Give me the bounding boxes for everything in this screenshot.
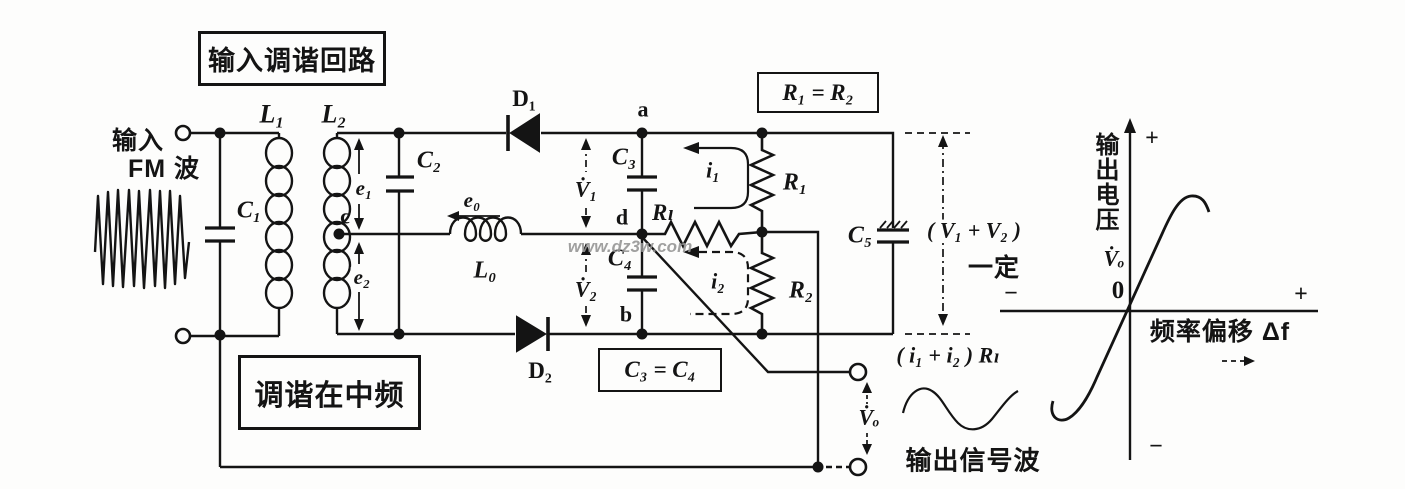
- label-c1: C₁: [236, 197, 262, 224]
- caption-c3-eq-c4: C₃ = C₄: [624, 357, 696, 382]
- resistor-rl: [647, 219, 763, 249]
- annotation-output-wave: 输出信号波: [905, 445, 1041, 476]
- i2-current-loop: [683, 246, 750, 316]
- label-node-c: c: [340, 203, 350, 229]
- graph-x-minus-sign: −: [1004, 280, 1018, 307]
- label-r2: R₂: [788, 277, 814, 304]
- label-rl: Rₗ: [651, 200, 675, 226]
- label-c5: C₅: [847, 222, 873, 249]
- label-c2: C₂: [416, 147, 442, 174]
- graph-y-axis-symbol: V̇ₒ: [1103, 245, 1125, 271]
- capacitor-c5-hatch: [879, 220, 908, 229]
- caption-box-tuned-at-if: 调谐在中频: [238, 355, 421, 430]
- caption-r1-eq-r2: R₁ = R₂: [782, 79, 854, 105]
- resistor-r1: [747, 133, 777, 232]
- label-vo: V̇ₒ: [855, 406, 883, 430]
- junction-dots: [214, 127, 824, 473]
- label-e0: e₀: [463, 188, 481, 213]
- label-e2: e₂: [350, 266, 374, 289]
- label-d2: D₂: [528, 358, 552, 384]
- caption-box-r1-eq-r2: R₁ = R₂: [757, 72, 879, 113]
- x-label-direction-arrow: [1222, 356, 1255, 366]
- label-c3: C₃: [611, 144, 637, 171]
- input-label-line2: FM 波: [127, 155, 201, 183]
- vsum-arrow: [905, 132, 970, 335]
- diode-d1: [506, 113, 540, 153]
- caption-input-tuning: 输入调谐回路: [208, 46, 376, 76]
- inductor-l0-coil: [448, 216, 523, 242]
- capacitor-plates: [205, 175, 909, 292]
- s-curve: [1050, 194, 1211, 422]
- label-i2: i₂: [711, 268, 725, 294]
- graph-y-minus-sign: −: [1149, 433, 1163, 460]
- label-c4: C₄: [607, 245, 633, 272]
- label-l1: L₁: [259, 99, 285, 129]
- label-node-a: a: [637, 96, 649, 122]
- label-node-d: d: [615, 204, 629, 230]
- input-terminals: [174, 124, 192, 345]
- input-label-line1: 输入: [111, 127, 165, 155]
- diode-d2: [516, 315, 550, 353]
- label-node-b: b: [619, 301, 633, 327]
- label-d1: D₁: [512, 86, 536, 112]
- graph-axes: [1000, 118, 1318, 460]
- label-r1: R₁: [782, 169, 808, 196]
- inductor-l2-coil: [322, 136, 352, 310]
- graph-x-plus-sign: +: [1294, 281, 1308, 308]
- annotation-v-sum-constant: 一定: [967, 254, 1021, 282]
- label-v2: V̇₂: [571, 278, 601, 302]
- label-v1: V̇₁: [571, 178, 601, 202]
- circuit-wires: [190, 131, 895, 469]
- caption-tuned-at-if: 调谐在中频: [254, 379, 405, 412]
- caption-box-input-tuning: 输入调谐回路: [198, 31, 386, 86]
- i1-current-loop: [683, 142, 750, 210]
- resistor-r2: [747, 232, 777, 334]
- e2-arrow: [354, 242, 364, 331]
- watermark: www.dz3w.com: [567, 237, 693, 257]
- label-l0: L₀: [473, 257, 497, 284]
- label-l2: L₂: [321, 99, 347, 129]
- annotation-v-sum: ( V₁ + V₂ ): [924, 219, 1024, 243]
- annotation-i-sum: ( i₁ + i₂ ) Rₗ: [896, 342, 1000, 368]
- label-i1: i₁: [706, 157, 720, 183]
- v1-arrow: [581, 138, 591, 228]
- v2-arrow: [581, 243, 591, 327]
- output-signal-waveform: [901, 387, 1019, 431]
- label-e1: e₁: [352, 177, 376, 200]
- fm-input-waveform: [93, 188, 191, 290]
- graph-y-plus-sign: +: [1145, 125, 1159, 152]
- vo-arrow: [862, 382, 872, 455]
- e0-arrow: [447, 211, 500, 221]
- graph-x-axis-label: 频率偏移 Δf: [1149, 318, 1291, 346]
- output-terminals: [848, 362, 868, 477]
- caption-box-c3-eq-c4: C₃ = C₄: [598, 348, 722, 392]
- graph-origin-label: 0: [1111, 277, 1125, 304]
- e1-arrow: [354, 138, 364, 230]
- graph-y-axis-label: 输 出 电 压: [1095, 132, 1121, 234]
- inductor-l1-coil: [264, 136, 294, 310]
